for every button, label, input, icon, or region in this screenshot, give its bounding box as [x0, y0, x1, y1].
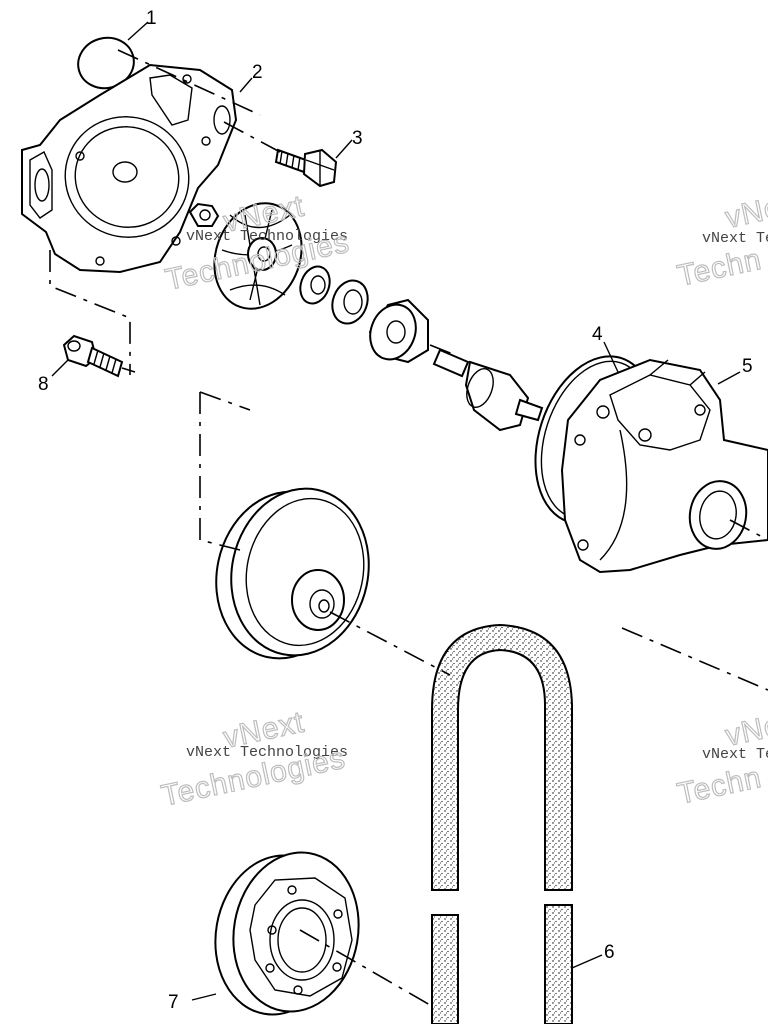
callout-7: 7 — [168, 992, 179, 1013]
svg-text:Techn: Techn — [675, 761, 765, 811]
svg-text:Techn: Techn — [675, 243, 765, 293]
bolt-part-3 — [274, 148, 338, 188]
svg-text:vNext Technologies: vNext Technologies — [186, 228, 348, 245]
callout-5: 5 — [742, 356, 753, 377]
svg-text:vNext: vNext — [723, 186, 768, 235]
watermark-lower-left: vNext vNext Technologies Technologies — [158, 705, 349, 813]
svg-text:vNext Technologies: vNext Technologies — [186, 744, 348, 761]
bolt-part-8 — [62, 334, 124, 378]
callout-1: 1 — [146, 8, 157, 29]
callout-3: 3 — [352, 128, 363, 149]
pump-shaft — [432, 348, 544, 432]
drive-belt-part — [431, 623, 573, 1024]
impeller-nut — [188, 202, 220, 227]
callout-8: 8 — [38, 374, 49, 395]
callout-4: 4 — [592, 324, 603, 345]
callout-leaders — [51, 21, 741, 1001]
drive-pulley-part — [214, 851, 360, 1016]
callout-2: 2 — [252, 62, 263, 83]
driven-pulley-part — [215, 487, 370, 660]
pump-housing-part — [560, 358, 768, 574]
svg-text:vNext Te: vNext Te — [702, 230, 768, 247]
impeller-part — [213, 202, 303, 310]
svg-text:vNext Te: vNext Te — [702, 746, 768, 763]
callout-6: 6 — [604, 942, 615, 963]
watermark-upper-right: vNext vNext Te Techn — [674, 185, 768, 293]
pump-cover-part — [21, 63, 238, 274]
assembly-guide-lines — [49, 49, 768, 1006]
seal-washers — [299, 265, 429, 364]
watermark-lower-right: vNext vNext Te Techn — [674, 703, 768, 811]
